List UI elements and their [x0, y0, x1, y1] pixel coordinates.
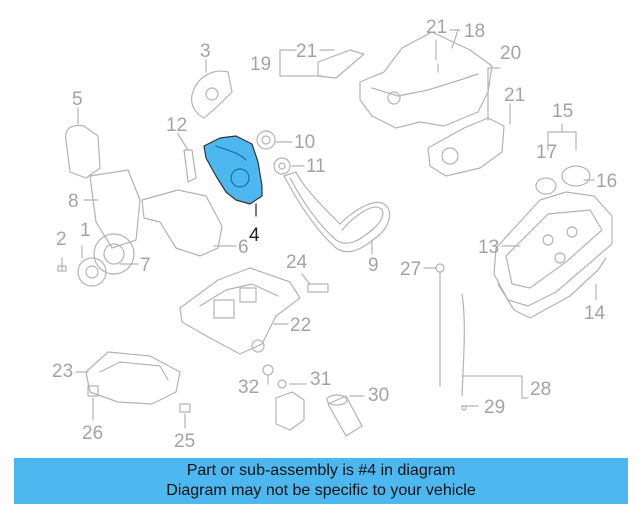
callout-8: 8: [68, 191, 79, 212]
parts-diagram: 1 2 3 4 5 6 7 8 9 10 11 12 13 14 15 16 1…: [52, 17, 618, 452]
part-oil-filter: [326, 394, 365, 437]
callout-11: 11: [306, 156, 326, 177]
callout-19: 19: [250, 54, 272, 75]
callout-10: 10: [294, 132, 316, 153]
info-banner: Part or sub-assembly is #4 in diagram Di…: [14, 458, 628, 504]
part-engine-cover: [279, 29, 493, 129]
callout-21-right: 21: [504, 85, 526, 106]
part-4-highlighted-cover: [203, 135, 263, 217]
callout-16: 16: [596, 171, 618, 192]
part-drain-plug: [87, 385, 191, 429]
callout-27: 27: [400, 259, 422, 280]
callout-7: 7: [140, 255, 151, 276]
part-lower-oil-pan: [75, 351, 181, 405]
callout-14: 14: [584, 303, 606, 324]
part-lower-timing-cover: [141, 189, 237, 257]
part-idler-pulleys: [256, 130, 305, 175]
banner-line-disclaimer: Diagram may not be specific to your vehi…: [166, 482, 476, 499]
part-head-cover: [427, 67, 511, 177]
callout-9: 9: [368, 255, 379, 276]
part-timing-belt: [283, 171, 391, 255]
callout-18: 18: [464, 21, 486, 42]
callout-26: 26: [82, 423, 104, 444]
callout-22: 22: [290, 315, 312, 336]
callout-15: 15: [552, 101, 574, 122]
callout-21-top: 21: [426, 17, 448, 38]
callout-25: 25: [174, 431, 196, 452]
callout-24: 24: [286, 252, 308, 273]
part-filter-housing: [262, 364, 307, 431]
part-oil-cap: [535, 123, 595, 195]
callout-17: 17: [536, 142, 558, 163]
callout-20: 20: [500, 43, 522, 64]
callout-13: 13: [478, 237, 500, 258]
banner-line-part-number: Part or sub-assembly is #4 in diagram: [186, 462, 456, 479]
callout-1: 1: [80, 220, 91, 241]
part-crank-pulley: [57, 233, 139, 287]
part-lower-rear-cover: [83, 169, 141, 249]
part-valve-cover: [493, 191, 613, 319]
parts-diagram-drawing: [57, 29, 613, 437]
part-dipstick: [423, 263, 529, 411]
part-oil-pan: [179, 267, 301, 355]
callout-32: 32: [238, 377, 260, 398]
callout-3: 3: [200, 41, 211, 62]
part-sensor: [301, 273, 329, 293]
callout-2: 2: [56, 229, 67, 250]
callout-23: 23: [52, 361, 74, 382]
callout-31: 31: [310, 369, 332, 390]
callout-12: 12: [166, 115, 188, 136]
part-rear-cover: [65, 107, 101, 179]
callout-6: 6: [238, 237, 249, 258]
callout-28: 28: [530, 379, 552, 400]
part-bracket: [177, 133, 197, 183]
callout-5: 5: [72, 89, 83, 110]
callout-30: 30: [368, 385, 390, 406]
callout-21-left: 21: [296, 41, 318, 62]
callout-29: 29: [484, 397, 506, 418]
callout-4-highlighted: 4: [249, 225, 260, 246]
part-upper-timing-cover: [191, 59, 233, 119]
